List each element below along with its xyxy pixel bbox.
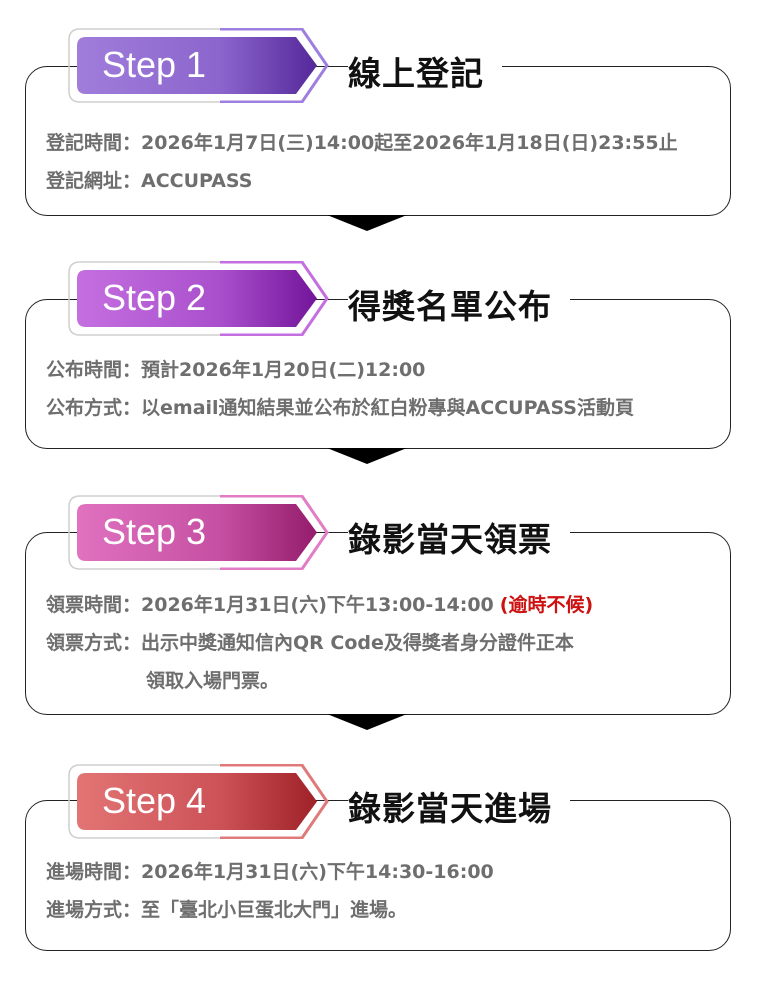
detail-row: 領票方式：出示中獎通知信內QR Code及得獎者身分證件正本 [46,632,574,654]
arrow-down-icon [327,215,407,231]
detail-row: 登記網址：ACCUPASS [46,162,678,200]
step-3-label: Step 3 [102,511,207,552]
step-2-label: Step 2 [102,277,207,318]
detail-row: 公布方式：以email通知結果並公布於紅白粉專與ACCUPASS活動頁 [46,397,634,419]
arrow-down-icon [327,714,407,730]
badge-shape-icon [68,764,329,839]
detail-row: 公布時間：預計2026年1月20日(二)12:00 [46,359,426,381]
step-2-details: 公布時間：預計2026年1月20日(二)12:00 公布方式：以email通知結… [46,351,634,427]
detail-row: 領票時間：2026年1月31日(六)下午13:00-14:00(逾時不候) [46,586,593,624]
detail-row: 進場方式：至「臺北小巨蛋北大門」進場。 [46,899,408,921]
step-3-box [25,532,731,715]
badge-shape-icon [68,261,329,336]
detail-row-continuation: 領取入場門票。 [146,670,280,692]
step-3-badge: Step 3 [68,495,330,570]
late-warning: (逾時不候) [499,594,594,616]
step-1-label: Step 1 [102,44,207,85]
step-2-badge: Step 2 [68,261,330,336]
step-4-label: Step 4 [102,780,207,821]
badge-shape-icon [68,495,329,570]
arrow-down-icon [327,448,407,464]
step-3-title: 錄影當天領票 [348,513,570,561]
step-1-badge: Step 1 [68,28,330,103]
step-3-details: 領票時間：2026年1月31日(六)下午13:00-14:00(逾時不候) 領票… [46,586,593,700]
step-1-details: 登記時間：2026年1月7日(三)14:00起至2026年1月18日(日)23:… [46,124,678,200]
step-2-title: 得獎名單公布 [348,280,570,328]
step-1-title: 線上登記 [348,47,502,95]
step-4-details: 進場時間：2026年1月31日(六)下午14:30-16:00 進場方式：至「臺… [46,853,494,929]
registration-link[interactable]: ACCUPASS [141,170,253,192]
detail-row: 登記時間：2026年1月7日(三)14:00起至2026年1月18日(日)23:… [46,132,678,154]
badge-shape-icon [68,28,329,103]
step-4-badge: Step 4 [68,764,330,839]
detail-row: 進場時間：2026年1月31日(六)下午14:30-16:00 [46,861,494,883]
step-4-title: 錄影當天進場 [348,782,570,830]
